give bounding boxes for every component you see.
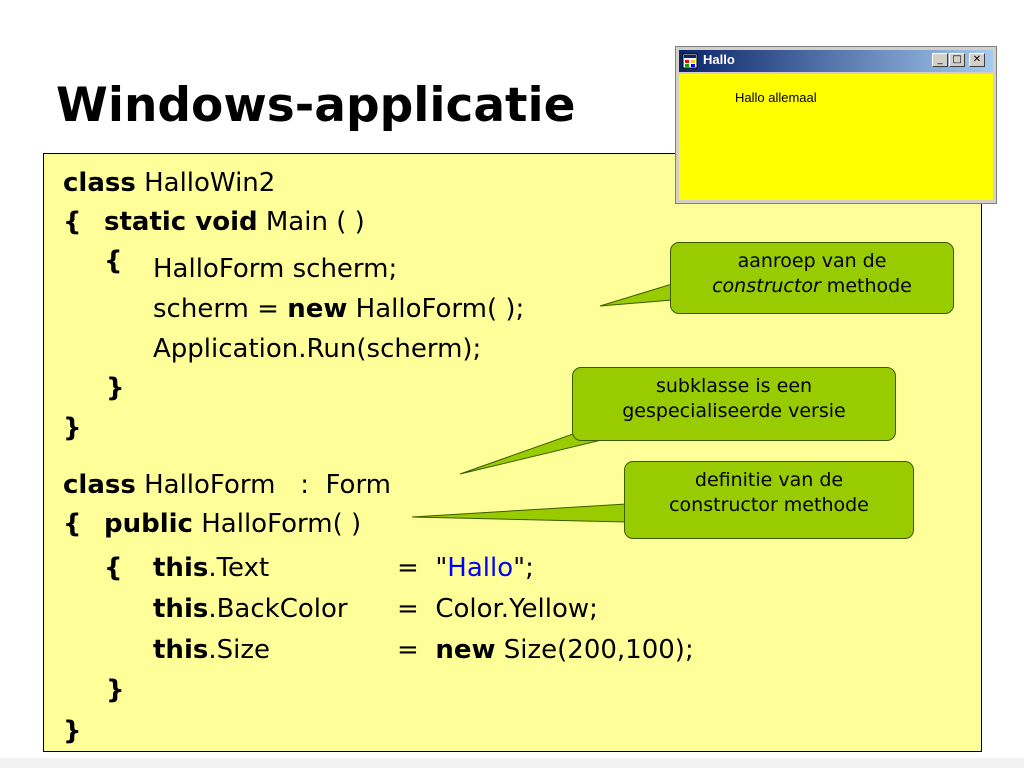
code-text: "; — [513, 553, 534, 583]
code-text: = Color.Yellow; — [397, 594, 598, 624]
callout-constructor-call: aanroep van de constructor methode — [670, 242, 954, 314]
code-line-3: HalloForm scherm; — [153, 254, 397, 284]
code-line-5: Application.Run(scherm); — [153, 334, 481, 364]
code-text: .Size — [208, 635, 270, 665]
code-line-4: scherm = new HalloForm( ); — [153, 294, 524, 324]
code-text: HalloForm scherm; — [153, 254, 398, 284]
bottom-strip — [0, 758, 1024, 768]
code-text: Application.Run(scherm); — [153, 334, 482, 364]
code-text: .BackColor — [208, 594, 348, 624]
callout-subclass: subklasse is een gespecialiseerde versie — [572, 367, 896, 441]
open-brace: { — [104, 246, 123, 276]
callout-line: subklasse is een — [655, 375, 813, 397]
code-line-11-value: = Color.Yellow; — [397, 594, 598, 624]
keyword: class — [63, 168, 136, 198]
open-brace: { — [104, 553, 123, 583]
callout-line: constructor methode — [669, 494, 869, 516]
code-line-2-body: static void Main ( ) — [104, 207, 365, 237]
code-text: HalloForm( ) — [192, 509, 362, 539]
code-line-6: } — [106, 373, 125, 403]
code-line-12-value: = new Size(200,100); — [397, 635, 694, 665]
code-line-1: class HalloWin2 — [63, 168, 275, 198]
code-line-9: public HalloForm( ) — [104, 509, 361, 539]
close-brace: } — [106, 373, 125, 403]
code-line-14: } — [63, 716, 82, 746]
close-button[interactable]: ✕ — [969, 53, 985, 67]
code-text: Size(200,100); — [495, 635, 694, 665]
callout-italic: constructor — [712, 275, 821, 297]
close-brace: } — [106, 675, 125, 705]
code-line-9-brace: { — [63, 509, 82, 539]
callout-line: gespecialiseerde versie — [622, 400, 846, 422]
close-brace: } — [63, 716, 82, 746]
keyword: new — [435, 635, 496, 665]
keyword: class — [63, 470, 136, 500]
code-line-10-value: = "Hallo"; — [397, 553, 534, 583]
code-line-8: class HalloForm : Form — [63, 470, 391, 500]
keyword: static void — [104, 207, 258, 237]
code-line-11: this.BackColor — [153, 594, 348, 624]
code-line-3-brace: { — [104, 246, 123, 276]
code-text: = " — [397, 553, 448, 583]
code-text: HalloWin2 — [135, 168, 276, 198]
hallo-window: Hallo _ □ ✕ Hallo allemaal — [675, 46, 997, 204]
code-text: = — [397, 635, 436, 665]
keyword: this — [153, 594, 209, 624]
code-line-13: } — [106, 675, 125, 705]
code-text: .Text — [208, 553, 270, 583]
keyword: this — [153, 635, 209, 665]
code-line-2: { — [63, 207, 82, 237]
minimize-button[interactable]: _ — [932, 53, 948, 67]
form-icon — [682, 53, 698, 69]
code-text: Main ( ) — [257, 207, 365, 237]
callout-text: methode — [820, 275, 912, 297]
code-text: scherm = — [153, 294, 288, 324]
hallo-label: Hallo allemaal — [735, 90, 817, 105]
code-line-10: this.Text — [153, 553, 269, 583]
string-literal: Hallo — [447, 553, 514, 583]
maximize-button[interactable]: □ — [949, 53, 965, 67]
close-brace: } — [63, 413, 82, 443]
callout-line: aanroep van de — [737, 250, 887, 272]
window-titlebar[interactable]: Hallo _ □ ✕ — [679, 50, 993, 72]
code-text: HalloForm( ); — [347, 294, 525, 324]
open-brace: { — [63, 509, 82, 539]
keyword: public — [104, 509, 193, 539]
code-line-10-brace: { — [104, 553, 123, 583]
open-brace: { — [63, 207, 82, 237]
keyword: this — [153, 553, 209, 583]
code-text: HalloForm : Form — [135, 470, 392, 500]
window-client-area: Hallo allemaal — [679, 74, 993, 200]
callout-constructor-def: definitie van de constructor methode — [624, 461, 914, 539]
callout-line: constructor methode — [671, 274, 953, 299]
window-title: Hallo — [703, 52, 735, 67]
code-line-7: } — [63, 413, 82, 443]
callout-line: definitie van de — [694, 469, 844, 491]
code-line-12: this.Size — [153, 635, 270, 665]
keyword: new — [287, 294, 348, 324]
slide-title: Windows-applicatie — [56, 78, 576, 133]
